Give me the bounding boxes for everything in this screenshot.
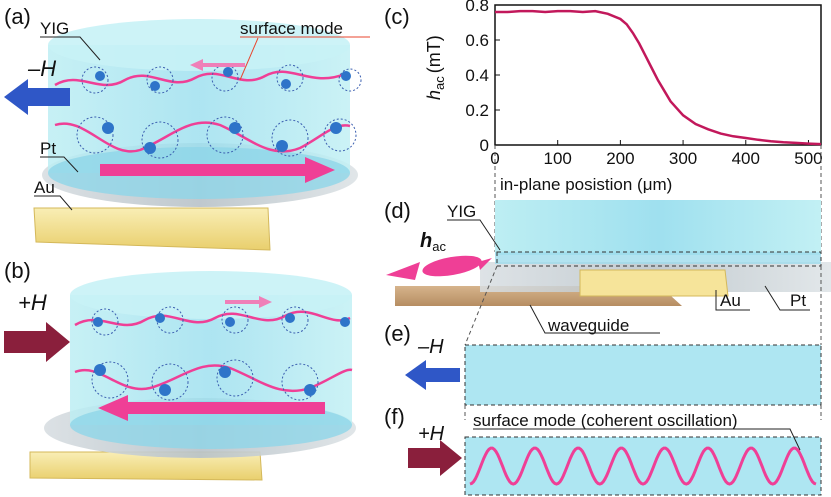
panel-label-c: (c) [384,4,410,29]
panel-a: (a) [4,4,370,251]
panel-label-b: (b) [4,258,31,283]
chart-xtick-label: 500 [794,149,822,168]
plus-h-label-b: +H [18,290,47,315]
propagation-arrow-bottom-a [100,157,335,183]
chart-ytick-label: 0 [480,136,489,155]
hac-arrow [386,255,492,280]
panel-c: (c) 0 100 200 300 400 500 0 0.2 0.4 0.6 0.8 in-pla… [384,0,823,252]
chart-xtick-label: 400 [732,149,760,168]
chart-frame [494,4,822,146]
minus-h-label-a: –H [27,56,56,81]
yig-top-a [48,19,350,71]
spin-wave-bottom-b [74,364,353,393]
panel-label-f: (f) [384,404,405,429]
propagation-arrow-bottom-b [98,395,325,421]
yig-zoom-f [464,436,822,496]
spin-wave-bottom-a [54,121,351,153]
yig-zoom-e [464,344,822,406]
surface-mode-coherent-label: surface mode (coherent oscillation) [473,411,738,430]
chart-xlabel: in-plane posistion (μm) [500,175,672,194]
chart-ytick-label: 0.4 [465,66,489,85]
au-label-d: Au [720,291,741,310]
chart-ylabel-unit: (mT) [424,35,444,73]
panel-d: (d) hac YIG Au Pt waveguide [384,198,831,346]
yig-leader-a [40,36,101,61]
chart-ytick-label: 0.8 [465,0,489,15]
chart-ylabel-sub: ac [432,76,447,90]
plus-h-label-f: +H [418,423,445,445]
panel-label-a: (a) [4,4,31,29]
chart-ytick-label: 0.6 [465,31,489,50]
spin-wave-top-a [54,70,346,87]
chart-series-line [495,9,822,146]
panel-label-d: (d) [384,198,411,223]
yig-top-b [70,271,352,319]
hac-label: hac [420,230,446,254]
chart-ytick-label: 0.2 [465,101,489,120]
propagation-arrow-top-a [190,59,245,71]
coherent-oscillation-wave [469,446,817,486]
chart-xtick-label: 0 [490,149,499,168]
chart-ylabel: hac (mT) [424,35,447,100]
chart-xtick-label: 100 [544,149,572,168]
panel-label-e: (e) [384,321,411,346]
panel-b: (b) +H [4,258,356,481]
surface-mode-label-a: surface mode [240,19,343,38]
svg-text:hac(mT): hac (mT) [424,35,447,100]
propagation-arrow-top-b [225,296,272,308]
pt-label-a: Pt [40,139,56,158]
zoom-region [496,251,822,267]
yig-slab-d [495,200,821,255]
chart-ticks: 0 100 200 300 400 500 0 0.2 0.4 0.6 0.8 [465,0,822,168]
yig-label-d: YIG [447,202,476,221]
field-arrow-minus-h-e [405,360,460,390]
waveguide-label: waveguide [547,316,629,335]
spin-wave-top-b [74,310,351,327]
field-arrow-minus-h-a [4,79,70,115]
chart-ylabel-main: h [424,90,444,100]
field-arrow-plus-h-f [408,440,462,476]
field-arrow-plus-h-b [4,322,70,362]
pt-label-d: Pt [790,291,806,310]
yig-label-a: YIG [40,19,69,38]
au-pad-a [33,207,271,251]
au-pad-d [579,269,729,297]
panel-e: (e) –H [384,321,822,420]
panel-f: (f) +H surface mode (coherent oscillatio… [384,404,822,496]
chart-xtick-label: 300 [669,149,697,168]
chart-xtick-label: 200 [606,149,634,168]
minus-h-label-e: –H [417,336,444,358]
au-label-a: Au [34,178,55,197]
